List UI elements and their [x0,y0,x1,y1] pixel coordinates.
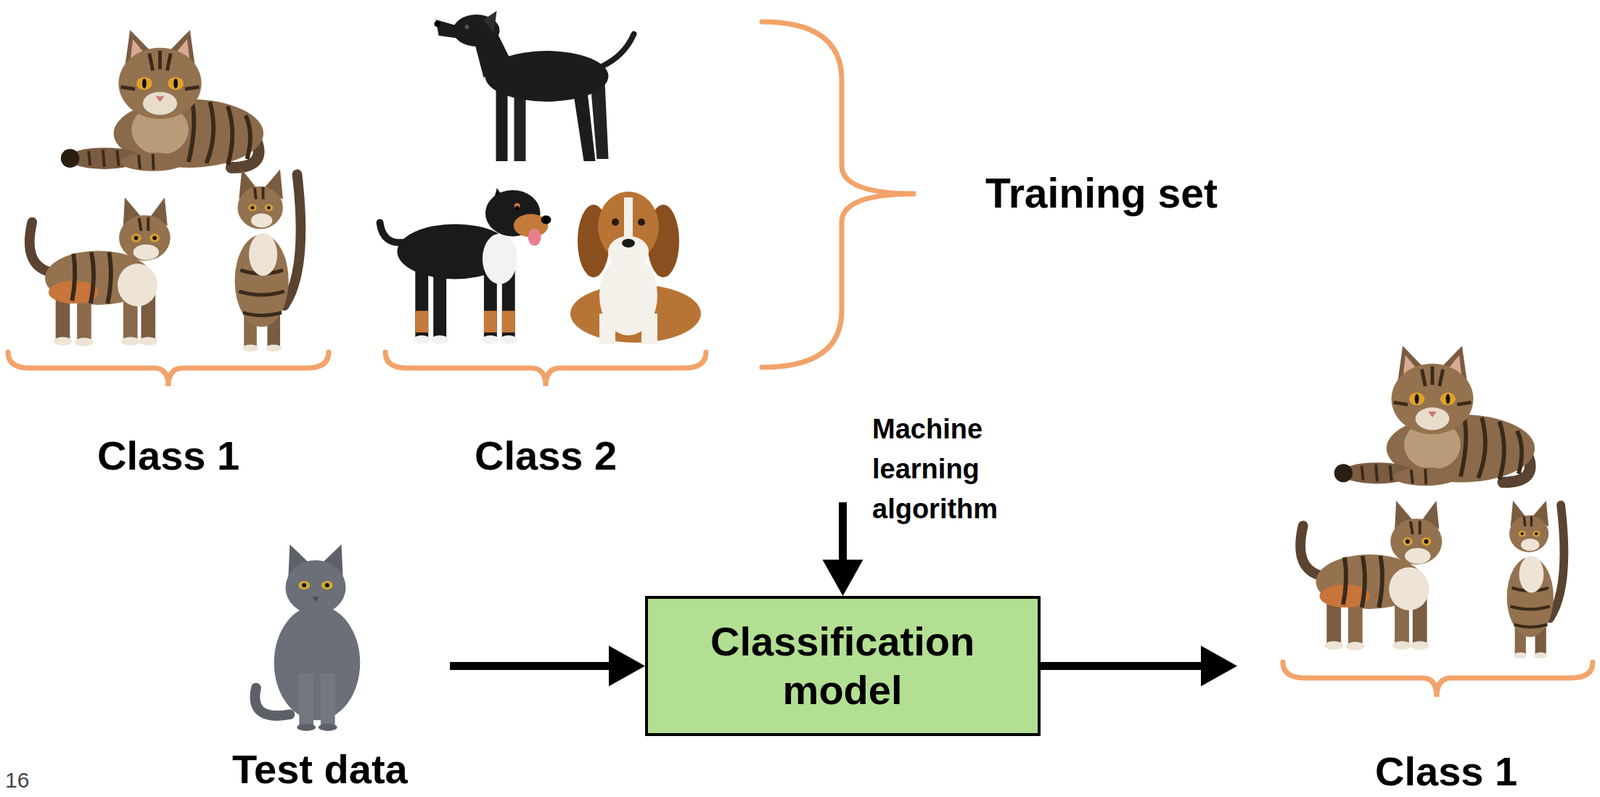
arrow-line [1040,661,1205,670]
cat-picture [234,169,301,352]
cat-picture [60,29,264,172]
arrow-line [449,661,613,670]
box-label: Classification model [710,616,975,715]
class-brace [1282,661,1593,697]
group-label: Class 1 [97,432,240,479]
cat-picture [254,544,360,731]
class-group: Class 1 [5,20,332,500]
cat-picture [1507,500,1565,659]
cat-picture [29,197,171,347]
arrow-head [1200,645,1238,687]
class-group: Class 1 [1237,337,1597,796]
class-brace [385,351,707,387]
process-box: Classification model [645,595,1041,736]
group-label: Test data [232,745,408,793]
arrow-line [838,502,847,564]
class-brace [7,351,329,387]
group-label: Class 2 [474,432,617,479]
edge-label: Machine learning algorithm [872,409,1018,529]
group-label: Training set [985,169,1218,218]
arrow-head [608,645,646,687]
group-label: Class 1 [1375,748,1518,795]
training-brace [761,21,916,368]
flow-arrow [1040,645,1238,687]
test-group: Test data [217,536,450,796]
cat-picture [1334,346,1535,487]
page-number: 16 [5,767,30,794]
dog-picture [434,10,635,162]
dog-picture [380,187,552,344]
cat-picture [1300,500,1442,651]
flow-arrow [449,645,646,687]
dog-picture [570,191,701,344]
arrow-head [822,559,864,596]
class-group: Class 2 [382,3,709,501]
flow-arrow [822,502,864,596]
training-group: Training setClass 1 Class 2 [0,0,1249,503]
